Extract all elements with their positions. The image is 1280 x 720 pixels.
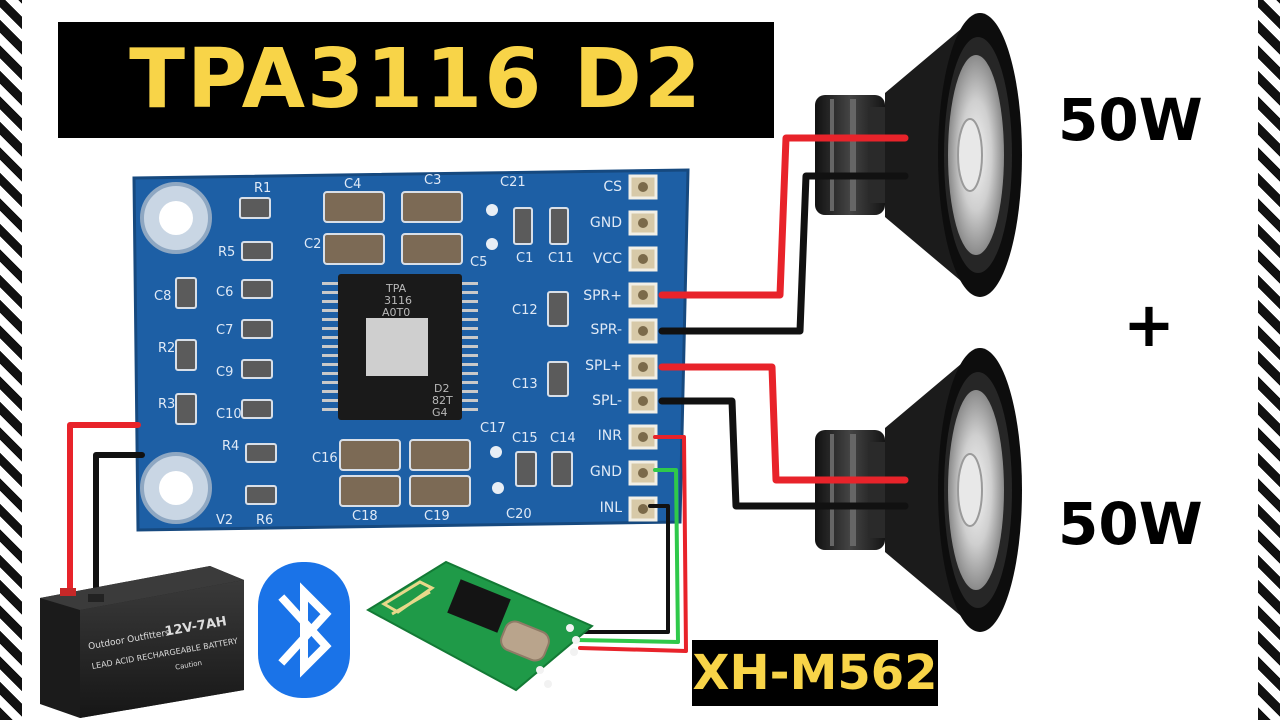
silk-r5: R5 bbox=[218, 245, 235, 260]
silk-c16: C16 bbox=[312, 451, 338, 466]
right-hazard-stripe bbox=[1258, 0, 1280, 720]
top-speaker-power: 50W bbox=[1058, 86, 1203, 154]
title-background bbox=[58, 22, 774, 138]
silk-c21: C21 bbox=[500, 175, 526, 190]
plus-sign: + bbox=[1123, 288, 1175, 361]
pin-label-spl-minus: SPL- bbox=[592, 393, 622, 409]
silk-c15: C15 bbox=[512, 431, 538, 446]
bottom-speaker-power: 50W bbox=[1058, 490, 1203, 558]
bluetooth-audio-module bbox=[366, 560, 594, 692]
wire-power-positive bbox=[67, 422, 141, 595]
chip-mark-4: D2 bbox=[434, 382, 449, 395]
silk-c2: C2 bbox=[304, 237, 321, 252]
wire-spl-plus bbox=[658, 363, 909, 484]
chip-mark-6: G4 bbox=[432, 406, 448, 419]
chip-mark-2: 3116 bbox=[384, 294, 412, 307]
silk-c13: C13 bbox=[512, 377, 538, 392]
chip-mark-1: TPA bbox=[385, 282, 407, 295]
silk-c20: C20 bbox=[506, 507, 532, 522]
pin-label-cs: CS bbox=[603, 179, 622, 195]
wire-spr-plus bbox=[658, 134, 909, 299]
wiring bbox=[67, 134, 909, 653]
silk-c8: C8 bbox=[154, 289, 171, 304]
diagram-title: TPA3116 D2 bbox=[129, 32, 703, 127]
silk-c1: C1 bbox=[516, 251, 533, 266]
amplifier-board: TPA 3116 A0T0 D2 82T G4 bbox=[132, 168, 690, 532]
silk-c10: C10 bbox=[216, 407, 242, 422]
silk-r1: R1 bbox=[254, 181, 271, 196]
pin-label-spr-minus: SPR- bbox=[590, 322, 622, 338]
silk-r3: R3 bbox=[158, 397, 175, 412]
silk-c5: C5 bbox=[470, 255, 487, 270]
left-hazard-stripe bbox=[0, 0, 22, 720]
pin-label-vcc: VCC bbox=[593, 251, 622, 267]
chip-mark-3: A0T0 bbox=[382, 306, 410, 319]
silk-r2: R2 bbox=[158, 341, 175, 356]
chip-mark-5: 82T bbox=[432, 394, 453, 407]
pin-label-spl-plus: SPL+ bbox=[585, 358, 622, 374]
wire-gnd-signal bbox=[574, 468, 680, 644]
bluetooth-icon bbox=[258, 562, 350, 698]
silk-c7: C7 bbox=[216, 323, 233, 338]
pin-label-spr-plus: SPR+ bbox=[583, 288, 622, 304]
silk-c3: C3 bbox=[424, 173, 441, 188]
pin-label-gnd-1: GND bbox=[590, 215, 622, 231]
silk-c12: C12 bbox=[512, 303, 538, 318]
lead-acid-battery: Outdoor Outfitters 12V-7AH LEAD ACID REC… bbox=[40, 566, 244, 718]
tpa3116-chip: TPA 3116 A0T0 D2 82T G4 bbox=[322, 274, 478, 420]
wire-power-negative bbox=[93, 452, 145, 603]
speaker-top bbox=[814, 12, 1023, 298]
wire-inr bbox=[578, 435, 688, 653]
silk-c11: C11 bbox=[548, 251, 574, 266]
silk-c19: C19 bbox=[424, 509, 450, 524]
pin-label-gnd-2: GND bbox=[590, 464, 622, 480]
silk-c4: C4 bbox=[344, 177, 361, 192]
module-label-background bbox=[692, 640, 938, 706]
silk-r4: R4 bbox=[222, 439, 239, 454]
silk-c9: C9 bbox=[216, 365, 233, 380]
silk-c17: C17 bbox=[480, 421, 506, 436]
pin-label-inr: INR bbox=[598, 428, 623, 444]
wire-spl-minus bbox=[658, 397, 909, 510]
wire-spr-minus bbox=[658, 172, 909, 335]
wire-inl bbox=[576, 504, 670, 634]
bluetooth-module-label: XH-M562 bbox=[692, 645, 938, 701]
speaker-bottom bbox=[814, 347, 1023, 633]
pin-label-inl: INL bbox=[600, 500, 623, 516]
silk-c18: C18 bbox=[352, 509, 378, 524]
silk-c14: C14 bbox=[550, 431, 576, 446]
silk-r6: R6 bbox=[256, 513, 273, 528]
silk-c6: C6 bbox=[216, 285, 233, 300]
silk-v2: V2 bbox=[216, 513, 233, 528]
